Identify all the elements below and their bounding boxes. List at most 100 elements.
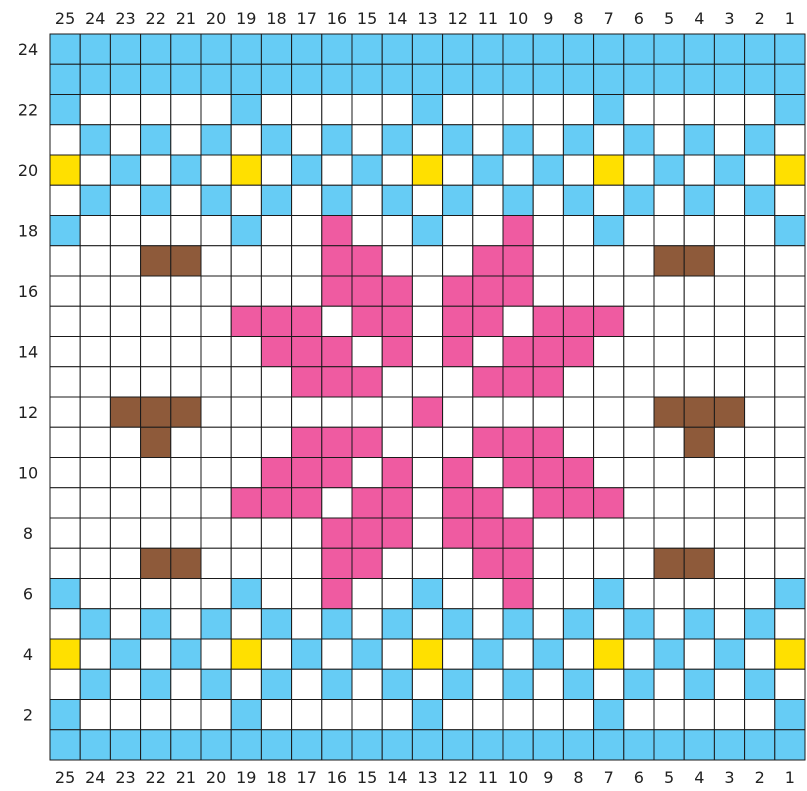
grid-cell: [533, 488, 563, 518]
grid-cell: [231, 730, 261, 760]
grid-cell: [745, 700, 775, 730]
grid-cell: [201, 669, 231, 699]
grid-cell: [50, 427, 80, 457]
grid-cell: [473, 518, 503, 548]
grid-cell: [684, 95, 714, 125]
grid-cell: [654, 125, 684, 155]
grid-cell: [261, 609, 291, 639]
grid-cell: [231, 95, 261, 125]
grid-cell: [231, 64, 261, 94]
grid-cell: [503, 185, 533, 215]
grid-cell: [412, 427, 442, 457]
column-label: 21: [176, 9, 196, 28]
grid-cell: [624, 609, 654, 639]
grid-cell: [322, 548, 352, 578]
grid-cell: [110, 579, 140, 609]
grid-cell: [684, 216, 714, 246]
grid-cell: [261, 427, 291, 457]
grid-cell: [201, 458, 231, 488]
grid-cell: [684, 669, 714, 699]
grid-cell: [110, 95, 140, 125]
grid-cell: [141, 488, 171, 518]
grid-cell: [261, 669, 291, 699]
grid-cell: [201, 609, 231, 639]
grid-cell: [473, 306, 503, 336]
grid-cell: [352, 548, 382, 578]
grid-cell: [624, 95, 654, 125]
grid-cell: [775, 518, 805, 548]
grid-cell: [563, 246, 593, 276]
grid-cell: [594, 730, 624, 760]
grid-cell: [322, 337, 352, 367]
grid-cell: [745, 488, 775, 518]
column-label: 10: [508, 9, 528, 28]
grid-cell: [473, 64, 503, 94]
grid-cell: [261, 34, 291, 64]
grid-cell: [745, 427, 775, 457]
grid-cell: [201, 397, 231, 427]
grid-cell: [50, 518, 80, 548]
grid-cell: [322, 276, 352, 306]
grid-cell: [594, 700, 624, 730]
grid-cell: [654, 579, 684, 609]
grid-cell: [443, 669, 473, 699]
grid-cell: [80, 669, 110, 699]
grid-cell: [80, 518, 110, 548]
grid-cell: [624, 337, 654, 367]
grid-cell: [201, 700, 231, 730]
grid-cell: [261, 64, 291, 94]
grid-cell: [443, 700, 473, 730]
grid-cell: [110, 276, 140, 306]
grid-cell: [443, 155, 473, 185]
grid-cell: [141, 367, 171, 397]
grid-cell: [563, 518, 593, 548]
grid-cell: [292, 216, 322, 246]
grid-cell: [80, 125, 110, 155]
grid-cell: [292, 306, 322, 336]
grid-cell: [201, 246, 231, 276]
grid-cell: [141, 639, 171, 669]
grid-cell: [533, 609, 563, 639]
grid-cell: [624, 185, 654, 215]
grid-cell: [533, 216, 563, 246]
grid-cell: [745, 276, 775, 306]
grid-cell: [352, 730, 382, 760]
grid-cell: [563, 488, 593, 518]
grid-cell: [231, 155, 261, 185]
grid-cell: [714, 216, 744, 246]
grid-cell: [261, 639, 291, 669]
grid-cell: [684, 548, 714, 578]
column-label: 22: [146, 768, 166, 787]
grid-cell: [292, 95, 322, 125]
grid-cell: [714, 185, 744, 215]
grid-cell: [412, 639, 442, 669]
grid-cell: [322, 397, 352, 427]
grid-cell: [412, 246, 442, 276]
grid-cell: [533, 730, 563, 760]
grid-cell: [412, 488, 442, 518]
grid-cell: [503, 216, 533, 246]
grid-cell: [654, 185, 684, 215]
grid-cell: [745, 34, 775, 64]
grid-cell: [171, 397, 201, 427]
grid-cell: [594, 458, 624, 488]
grid-cell: [473, 34, 503, 64]
grid-cell: [563, 609, 593, 639]
grid-cell: [261, 246, 291, 276]
grid-cell: [654, 488, 684, 518]
grid-cell: [714, 276, 744, 306]
grid-cell: [141, 700, 171, 730]
grid-cell: [171, 579, 201, 609]
grid-cell: [201, 337, 231, 367]
grid-cell: [473, 125, 503, 155]
grid-cell: [443, 306, 473, 336]
grid-cell: [684, 730, 714, 760]
grid-cell: [322, 639, 352, 669]
grid-cell: [684, 609, 714, 639]
grid-cell: [261, 397, 291, 427]
grid-cell: [684, 397, 714, 427]
grid-cell: [563, 730, 593, 760]
grid-cell: [50, 548, 80, 578]
grid-cell: [201, 125, 231, 155]
grid-cell: [624, 548, 654, 578]
